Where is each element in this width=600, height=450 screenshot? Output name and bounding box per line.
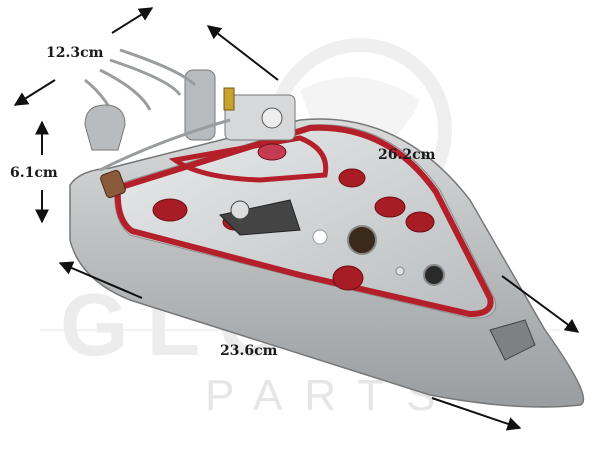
temperature-lever: [218, 199, 301, 236]
inner-seal-ring: [168, 135, 329, 183]
diagonal-dimension-label: 26.2cm: [378, 147, 436, 163]
arrow-length-right: [431, 397, 522, 431]
terminal-post: [84, 104, 126, 151]
heating-element-terminal: [100, 169, 126, 199]
thermostat-assembly: [184, 69, 296, 161]
arrow-width-right: [111, 7, 154, 34]
height-dimension-label: 6.1cm: [10, 165, 58, 181]
arrow-length-left: [58, 261, 143, 299]
length-dimension-label: 23.6cm: [220, 343, 278, 359]
tip-clip: [489, 319, 536, 361]
arrow-diagonal-right: [501, 275, 580, 333]
terminal-wires: [84, 48, 231, 172]
steam-hole-small: [423, 264, 445, 286]
width-dimension-label: 12.3cm: [46, 45, 104, 61]
arrow-top-diagonal: [206, 25, 279, 81]
steam-hole-large: [347, 225, 377, 255]
arrow-width-left: [13, 79, 56, 106]
red-rivets: [152, 168, 435, 291]
red-seal-gasket: [114, 124, 494, 318]
